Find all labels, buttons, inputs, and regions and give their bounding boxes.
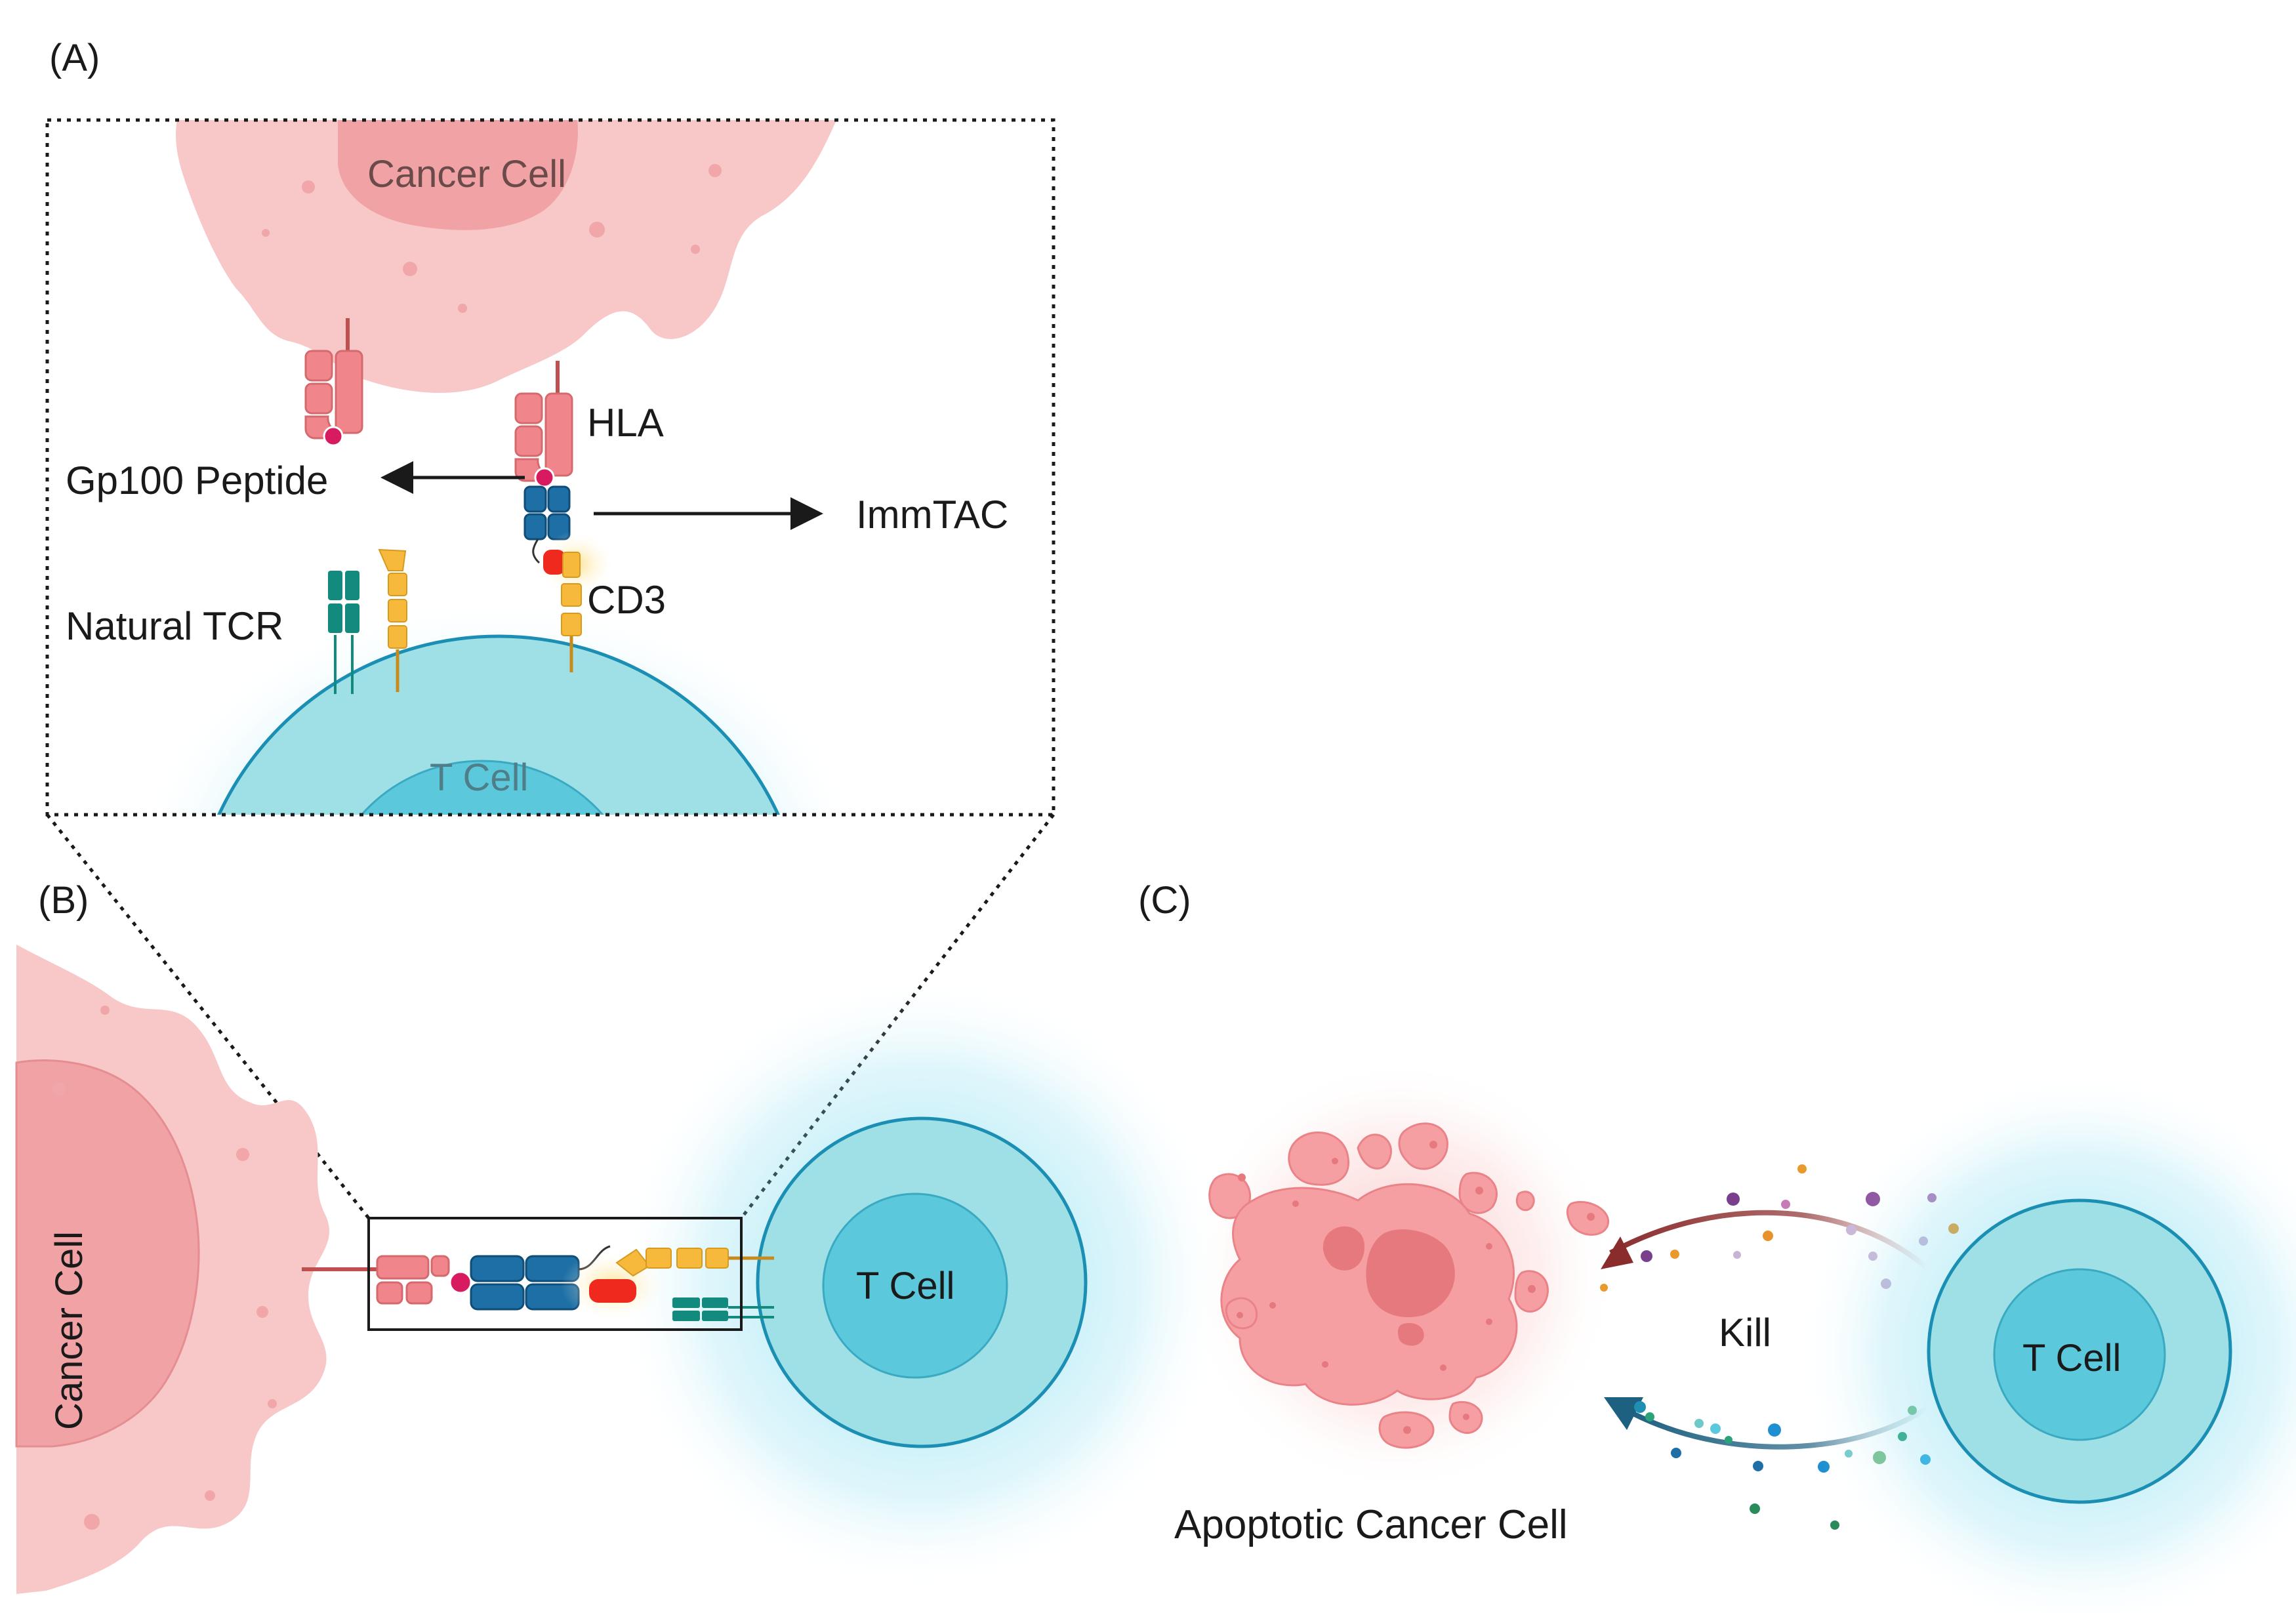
panel-b-cancer-cell-label: Cancer Cell xyxy=(48,1231,91,1430)
kill-arrow-top-head xyxy=(1601,1236,1633,1269)
t-cell-membrane xyxy=(217,634,780,815)
zoom-box xyxy=(45,118,1056,817)
cancer-cell-granules xyxy=(262,164,722,313)
hla-molecule-bound xyxy=(514,361,573,488)
panel-a-label: (A) xyxy=(49,37,100,79)
kill-label: Kill xyxy=(1719,1311,1771,1355)
panel-b-t-cell xyxy=(613,974,1230,1591)
natural-tcr-label: Natural TCR xyxy=(66,604,283,648)
panel-a-t-cell-label: T Cell xyxy=(430,756,528,799)
panel-b-t-cell-label: T Cell xyxy=(856,1265,954,1307)
panel-c-t-cell-nucleus xyxy=(1993,1268,2166,1441)
panel-c-t-cell-label: T Cell xyxy=(2022,1337,2121,1379)
gp100-peptide-label: Gp100 Peptide xyxy=(66,459,328,502)
t-cell-nucleus xyxy=(360,760,604,815)
natural-tcr xyxy=(328,571,359,694)
zoom-line-left xyxy=(46,813,370,1219)
cd3-bound xyxy=(561,552,582,672)
hla-label: HLA xyxy=(587,401,664,445)
apoptotic-cancer-cell xyxy=(1184,1059,1617,1492)
gp100-peptide-dot xyxy=(323,426,344,447)
panel-b-synapse-box xyxy=(367,1217,743,1331)
hla-molecule-unbound xyxy=(304,318,363,447)
panel-b-cancer-nucleus xyxy=(15,1059,200,1448)
panel-c-t-cell xyxy=(1797,1069,2296,1613)
panel-a-cancer-cell-label: Cancer Cell xyxy=(367,153,566,195)
cd3-label: CD3 xyxy=(587,578,666,622)
apoptotic-cancer-cell-label: Apoptotic Cancer Cell xyxy=(1174,1502,1568,1547)
panel-b-synapse xyxy=(302,1217,774,1331)
panel-c-label: (C) xyxy=(1138,879,1191,922)
immtac-label: ImmTAC xyxy=(856,493,1008,537)
panel-b-label: (B) xyxy=(38,879,89,922)
anti-cd3-effector xyxy=(543,550,565,575)
cancer-cell-nucleus xyxy=(338,120,578,230)
panel-b-cancer-cell xyxy=(15,945,329,1594)
cancer-cell-membrane xyxy=(176,120,837,393)
cd3-natural xyxy=(378,548,407,692)
kill-arrow-bottom-head xyxy=(1604,1397,1643,1430)
panel-a-zoom xyxy=(139,120,858,815)
panel-b-t-cell-nucleus xyxy=(822,1193,1008,1379)
